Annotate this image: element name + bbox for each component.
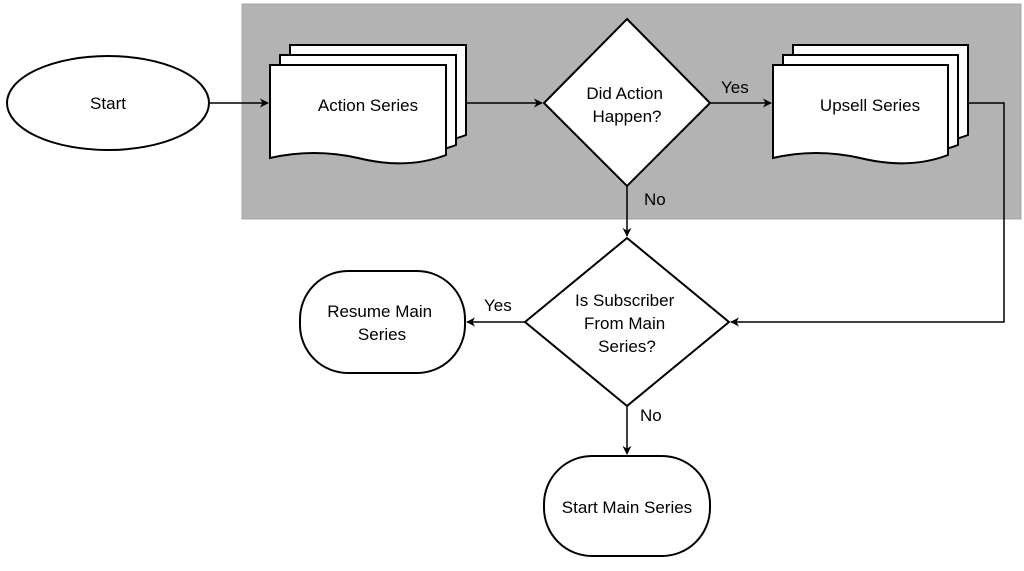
is-subscriber-label: Is Subscriber From Main Series? [575,291,679,356]
is-subscriber-line-1: Is Subscriber [575,291,675,310]
is-subscriber-line-3: Series? [598,337,656,356]
did-action-decision[interactable]: Did Action Happen? [542,17,712,188]
start-main-series-node[interactable]: Start Main Series [543,455,711,557]
resume-main-label: Resume Main Series [327,302,437,344]
is-subscriber-line-2: From Main [584,314,665,333]
upsell-series-label: Upsell Series [820,96,920,115]
upsell-series-node[interactable]: Upsell Series [772,44,969,165]
start-main-label: Start Main Series [562,498,692,517]
edge-label-yes-upsell: Yes [721,78,749,97]
start-node-label: Start [90,94,126,113]
edge-label-yes-resume: Yes [484,296,512,315]
resume-main-series-node[interactable]: Resume Main Series [299,270,466,374]
resume-main-line-2: Series [358,325,406,344]
did-action-line-1: Did Action [586,84,663,103]
resume-main-line-1: Resume Main [327,302,432,321]
edge-label-no-start-main: No [640,406,662,425]
edge-upsell-to-subscriber [730,102,1005,327]
did-action-label: Did Action Happen? [586,84,667,126]
is-subscriber-decision[interactable]: Is Subscriber From Main Series? [523,236,731,408]
action-series-node[interactable]: Action Series [269,44,467,165]
start-node[interactable]: Start [6,55,210,151]
edge-label-no-down: No [644,190,666,209]
action-series-label: Action Series [318,96,418,115]
did-action-line-2: Happen? [592,107,661,126]
